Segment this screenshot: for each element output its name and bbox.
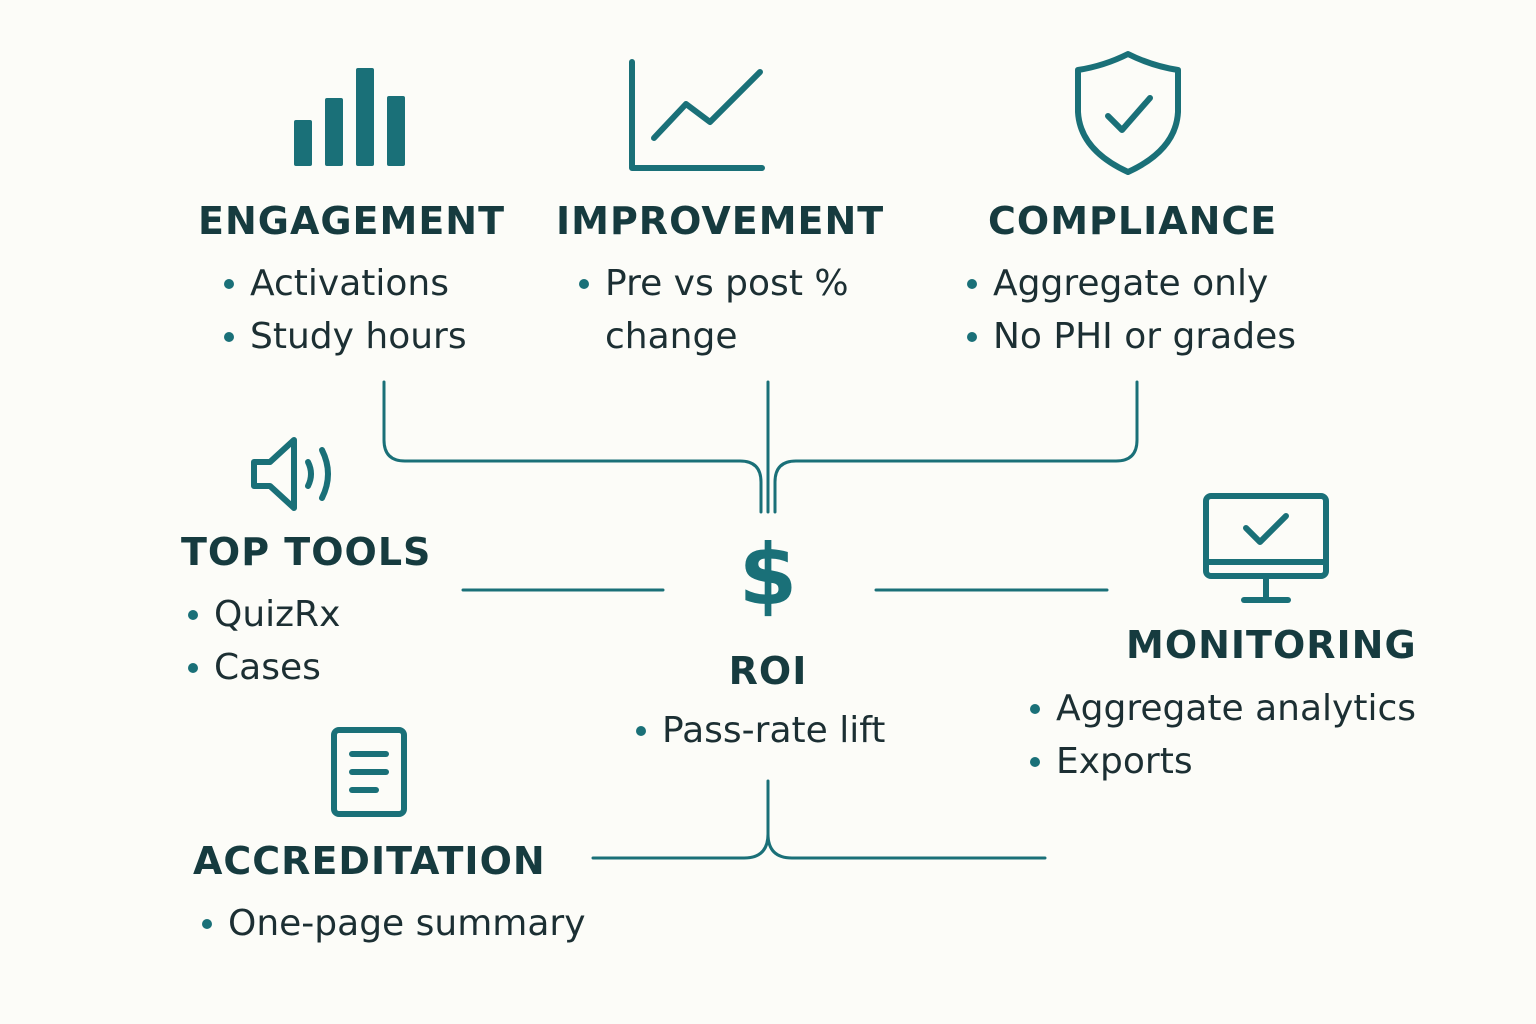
engagement-title: ENGAGEMENT bbox=[198, 199, 506, 243]
top-tools-list: QuizRx Cases bbox=[186, 588, 340, 694]
document-icon bbox=[331, 727, 407, 817]
monitor-check-icon bbox=[1203, 493, 1329, 603]
line-chart-icon bbox=[629, 59, 765, 171]
list-item: Aggregate only bbox=[965, 257, 1296, 310]
list-item: QuizRx bbox=[186, 588, 340, 641]
list-item: Exports bbox=[1028, 735, 1416, 788]
shield-check-icon bbox=[1075, 51, 1181, 175]
bar-chart-icon bbox=[294, 68, 405, 166]
improvement-title: IMPROVEMENT bbox=[556, 199, 885, 243]
connector-compliance bbox=[773, 380, 1139, 514]
list-item: No PHI or grades bbox=[965, 310, 1296, 363]
dollar-icon: $ bbox=[738, 526, 798, 624]
engagement-list: Activations Study hours bbox=[222, 257, 467, 363]
list-item: One-page summary bbox=[200, 897, 586, 950]
list-item: Study hours bbox=[222, 310, 467, 363]
list-item: Pre vs post % bbox=[577, 257, 849, 310]
connector-accreditation bbox=[591, 779, 770, 860]
monitoring-title: MONITORING bbox=[1126, 623, 1417, 667]
monitoring-list: Aggregate analytics Exports bbox=[1028, 682, 1416, 788]
accreditation-list: One-page summary bbox=[200, 897, 586, 950]
roi-list: Pass-rate lift bbox=[634, 704, 885, 757]
compliance-list: Aggregate only No PHI or grades bbox=[965, 257, 1296, 363]
connector-accreditation-right bbox=[766, 832, 1047, 860]
list-item: Aggregate analytics bbox=[1028, 682, 1416, 735]
top-tools-title: TOP TOOLS bbox=[181, 530, 432, 574]
compliance-title: COMPLIANCE bbox=[988, 199, 1278, 243]
list-item-continued: change bbox=[605, 316, 738, 357]
speaker-icon bbox=[251, 437, 331, 511]
connector-engagement bbox=[382, 380, 763, 514]
list-item: Pass-rate lift bbox=[634, 704, 885, 757]
improvement-list: Pre vs post % change bbox=[577, 257, 849, 363]
list-item: Cases bbox=[186, 641, 340, 694]
roi-title: ROI bbox=[728, 649, 808, 693]
list-item: Activations bbox=[222, 257, 467, 310]
accreditation-title: ACCREDITATION bbox=[193, 839, 546, 883]
